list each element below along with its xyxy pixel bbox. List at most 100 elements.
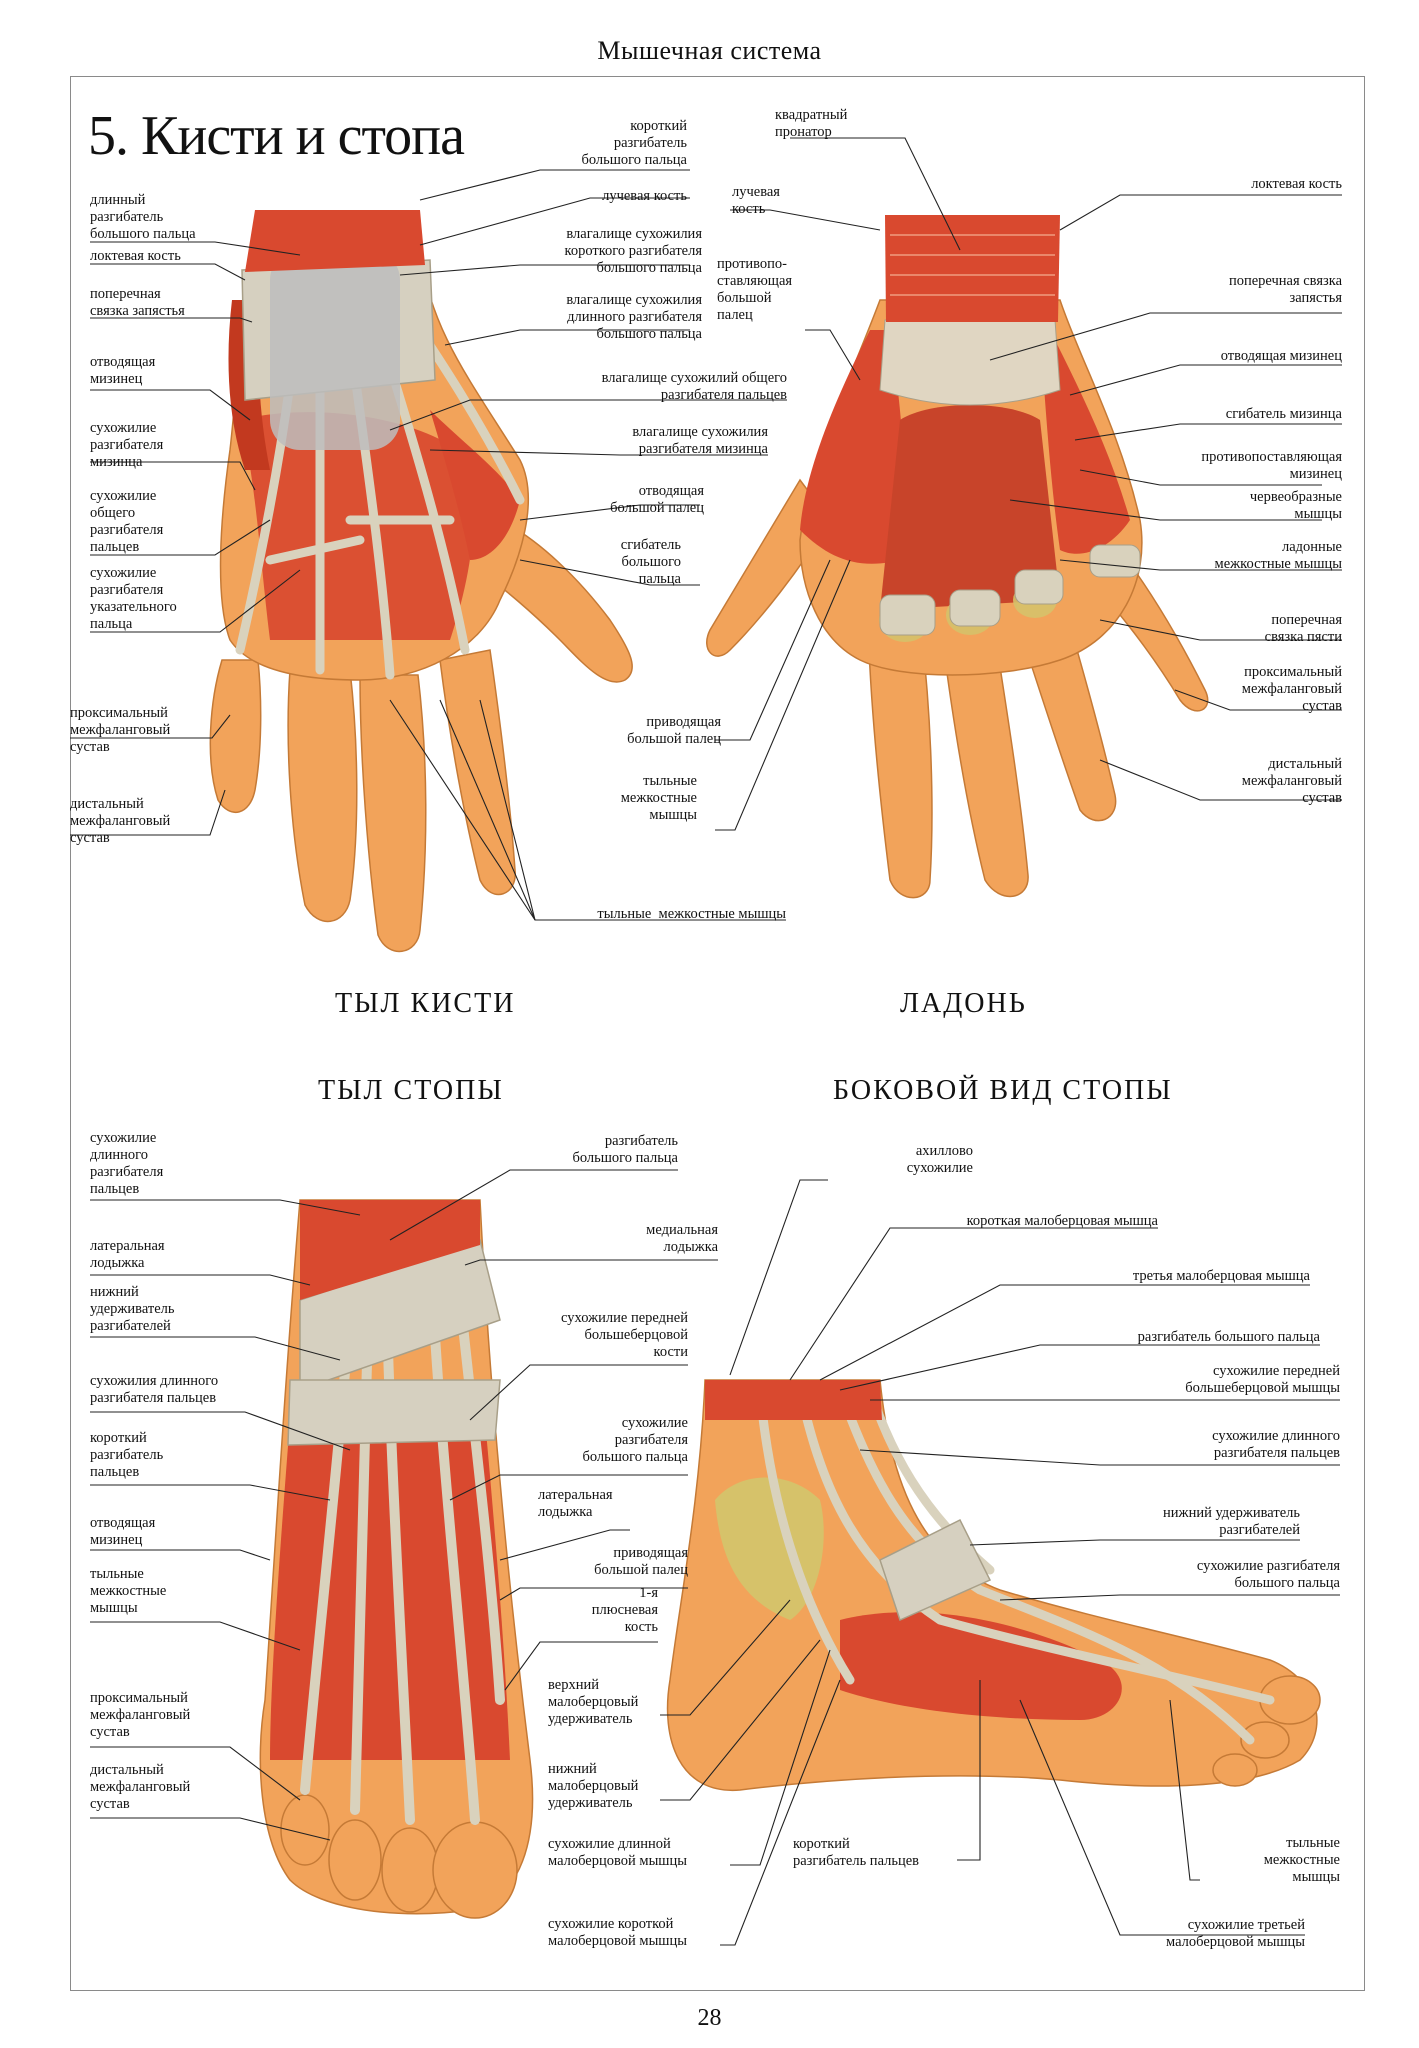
label-fs-peroneus-brevis-tendon: сухожилие короткой малоберцовой мышцы (548, 1916, 687, 1949)
page-frame (70, 76, 1365, 1991)
label-hd-abductor-digiti-minimi: отводящая мизинец (90, 354, 156, 387)
hand-palm-finger-index (867, 619, 933, 899)
label-hc-dorsal-interossei: тыльные межкостные мышцы (620, 773, 697, 823)
foot-side-muscle (840, 1612, 1122, 1720)
label-fc-medial-malleolus: медиальная лодыжка (646, 1222, 718, 1255)
view-title-hand-palm: ЛАДОНЬ (900, 988, 1027, 1019)
label-fd-dorsal-interossei: тыльные межкостные мышцы (90, 1566, 167, 1616)
label-fd-distal-interphalangeal: дистальный межфаланговый сустав (90, 1762, 191, 1812)
label-hp-radius: лучевая кость (732, 184, 780, 217)
hand-dorsal-muscle (240, 412, 474, 640)
hand-dorsal-finger-little (209, 659, 262, 814)
hand-palm-illustration (706, 215, 1209, 899)
label-leader-lines (70, 137, 1342, 1946)
hand-palm-finger-thumb (706, 478, 831, 657)
label-hc-radius: лучевая кость (602, 188, 687, 204)
foot-dorsal-illustration (259, 1199, 534, 1919)
hand-dorsal-thumb (479, 518, 633, 683)
label-hp-pronator-quadratus: квадратный пронатор (775, 107, 848, 140)
label-fs-peroneus-longus-tendon: сухожилие длинной малоберцовой мышцы (548, 1836, 687, 1869)
label-hd-distal-interphalangeal: дистальный межфаланговый сустав (70, 796, 171, 846)
hand-palm-transverse-metacarpal-ligament (879, 544, 1141, 636)
label-hp-abductor-digiti-minimi: отводящая мизинец (1220, 348, 1342, 364)
label-hp-palmar-interossei: ладонные межкостные мышцы (1214, 539, 1342, 572)
label-fs-extensor-digitorum-longus-tendon: сухожилие длинного разгибателя пальцев (1212, 1428, 1340, 1461)
foot-side-fat-heel (715, 1477, 824, 1620)
label-hp-opponens-pollicis: противопо- ставляющая большой палец (717, 256, 793, 323)
label-fs-extensor-hallucis: разгибатель большого пальца (1137, 1329, 1320, 1345)
hand-dorsal-finger-index (439, 649, 516, 896)
page-title: 5. Кисти и стопа (88, 105, 465, 167)
label-fs-peroneus-tertius-tendon: сухожилие третьей малоберцовой мышцы (1166, 1917, 1305, 1950)
label-hp-flexor-digiti-minimi: сгибатель мизинца (1225, 406, 1342, 422)
label-hd-extensor-pollicis-longus: длинный разгибатель большого пальца (90, 192, 196, 242)
label-hc-sheath-epb: влагалище сухожилия короткого разгибател… (564, 226, 702, 276)
label-fc-lateral-malleolus: латеральная лодыжка (538, 1487, 613, 1520)
label-hc-flexor-pollicis: сгибатель большого пальца (620, 537, 681, 587)
label-hp-distal-interphalangeal: дистальный межфаланговый сустав (1241, 756, 1342, 806)
label-hc-sheath-ed: влагалище сухожилий общего разгибателя п… (601, 370, 787, 403)
page-number: 28 (697, 2005, 722, 2031)
label-hp-proximal-interphalangeal: проксимальный межфаланговый сустав (1241, 664, 1342, 714)
label-hp-lumbricals: червеобразные мышцы (1249, 489, 1342, 522)
foot-side-leg-top (705, 1380, 882, 1420)
hand-dorsal-finger-ring (287, 669, 358, 922)
hand-dorsal-forearm (245, 210, 425, 272)
label-hd-ulna: локтевая кость (90, 248, 181, 264)
label-fs-inferior-extensor-retinaculum: нижний удерживатель разгибателей (1163, 1505, 1300, 1538)
label-fs-inferior-peroneal-retinaculum: нижний малоберцовый удерживатель (548, 1761, 639, 1811)
label-hc-dorsal-interossei-bottom: тыльные межкостные мышцы (597, 906, 786, 922)
label-hd-extensor-digiti-minimi-tendon: сухожилие разгибателя мизинца (90, 420, 164, 470)
label-hp-ulna: локтевая кость (1251, 176, 1342, 192)
label-fs-superior-peroneal-retinaculum: верхний малоберцовый удерживатель (548, 1677, 639, 1727)
label-hc-extensor-pollicis-brevis: короткий разгибатель большого пальца (581, 118, 687, 168)
label-hc-sheath-epl: влагалище сухожилия длинного разгибателя… (566, 292, 702, 342)
foot-dorsal-retinaculum-lower (287, 1379, 501, 1446)
foot-side-toes (1212, 1675, 1321, 1787)
label-fd-extensor-digitorum-brevis: короткий разгибатель пальцев (90, 1430, 164, 1480)
label-fd-lateral-malleolus: латеральная лодыжка (90, 1238, 165, 1271)
label-fs-peroneus-brevis: короткая малоберцовая мышца (966, 1213, 1158, 1229)
label-fc-adductor-hallucis: приводящая большой палец (594, 1545, 688, 1578)
label-hc-adductor-pollicis: приводящая большой палец (627, 714, 721, 747)
hand-palm-finger-middle (939, 614, 1029, 897)
foot-dorsal-leg-top (300, 1200, 480, 1300)
label-fc-tibialis-anterior-tendon: сухожилие передней большеберцовой кости (561, 1310, 688, 1360)
label-hc-abductor-pollicis: отводящая большой палец (610, 483, 704, 516)
label-hd-extensor-digitorum-tendon: сухожилие общего разгибателя пальцев (90, 488, 164, 555)
label-fs-tibialis-anterior-tendon: сухожилие передней большеберцовой мышцы (1185, 1363, 1340, 1396)
foot-side-retinaculum (879, 1518, 992, 1622)
hand-palm-transverse-carpal-ligament (879, 319, 1061, 406)
hand-palm-lumbricals (880, 405, 1060, 610)
view-title-foot-dorsal: ТЫЛ СТОПЫ (318, 1075, 504, 1106)
label-hc-sheath-edm: влагалище сухожилия разгибателя мизинца (632, 424, 768, 457)
hand-palm-pronator-quadratus (885, 215, 1060, 322)
hand-dorsal-tendon-sheaths (270, 250, 400, 450)
label-hd-extensor-indicis-tendon: сухожилие разгибателя указательного паль… (90, 565, 177, 632)
label-fd-extensor-digitorum-tendons: сухожилия длинного разгибателя пальцев (90, 1373, 219, 1406)
label-fd-inferior-extensor-retinaculum: нижний удерживатель разгибателей (90, 1284, 175, 1334)
view-title-hand-dorsal: ТЫЛ КИСТИ (335, 988, 516, 1019)
label-hp-transverse-carpal-ligament: поперечная связка запястья (1228, 273, 1342, 306)
hand-palm-thenar-muscle (800, 330, 905, 564)
section-header: Мышечная система (597, 36, 822, 65)
hand-palm-hypothenar-muscle (1040, 330, 1130, 554)
label-fc-first-metatarsal: 1-я плюсневая кость (591, 1585, 658, 1635)
view-title-foot-side: БОКОВОЙ ВИД СТОПЫ (833, 1075, 1173, 1106)
label-fc-extensor-hallucis-tendon: сухожилие разгибателя большого пальца (582, 1415, 688, 1465)
label-hp-opponens-digiti-minimi: противопоставляющая мизинец (1201, 449, 1342, 482)
hand-dorsal-finger-middle (359, 674, 427, 952)
label-hd-proximal-interphalangeal: проксимальный межфаланговый сустав (70, 705, 171, 755)
foot-dorsal-toes (280, 1794, 518, 1919)
label-fs-peroneus-tertius: третья малоберцовая мышца (1132, 1268, 1310, 1284)
hand-dorsal-illustration (209, 210, 633, 952)
label-fs-extensor-hallucis-tendon: сухожилие разгибателя большого пальца (1196, 1558, 1340, 1591)
label-fc-extensor-hallucis: разгибатель большого пальца (572, 1133, 678, 1166)
foot-side-illustration (666, 1379, 1321, 1791)
label-fd-proximal-interphalangeal: проксимальный межфаланговый сустав (90, 1690, 191, 1740)
label-hp-transverse-metacarpal-ligament: поперечная связка пясти (1264, 612, 1342, 645)
label-fs-achilles-tendon: ахиллово сухожилие (906, 1143, 973, 1176)
label-fd-abductor-digiti-minimi: отводящая мизинец (90, 1515, 156, 1548)
label-hd-transverse-carpal-ligament: поперечная связка запястья (90, 286, 185, 319)
